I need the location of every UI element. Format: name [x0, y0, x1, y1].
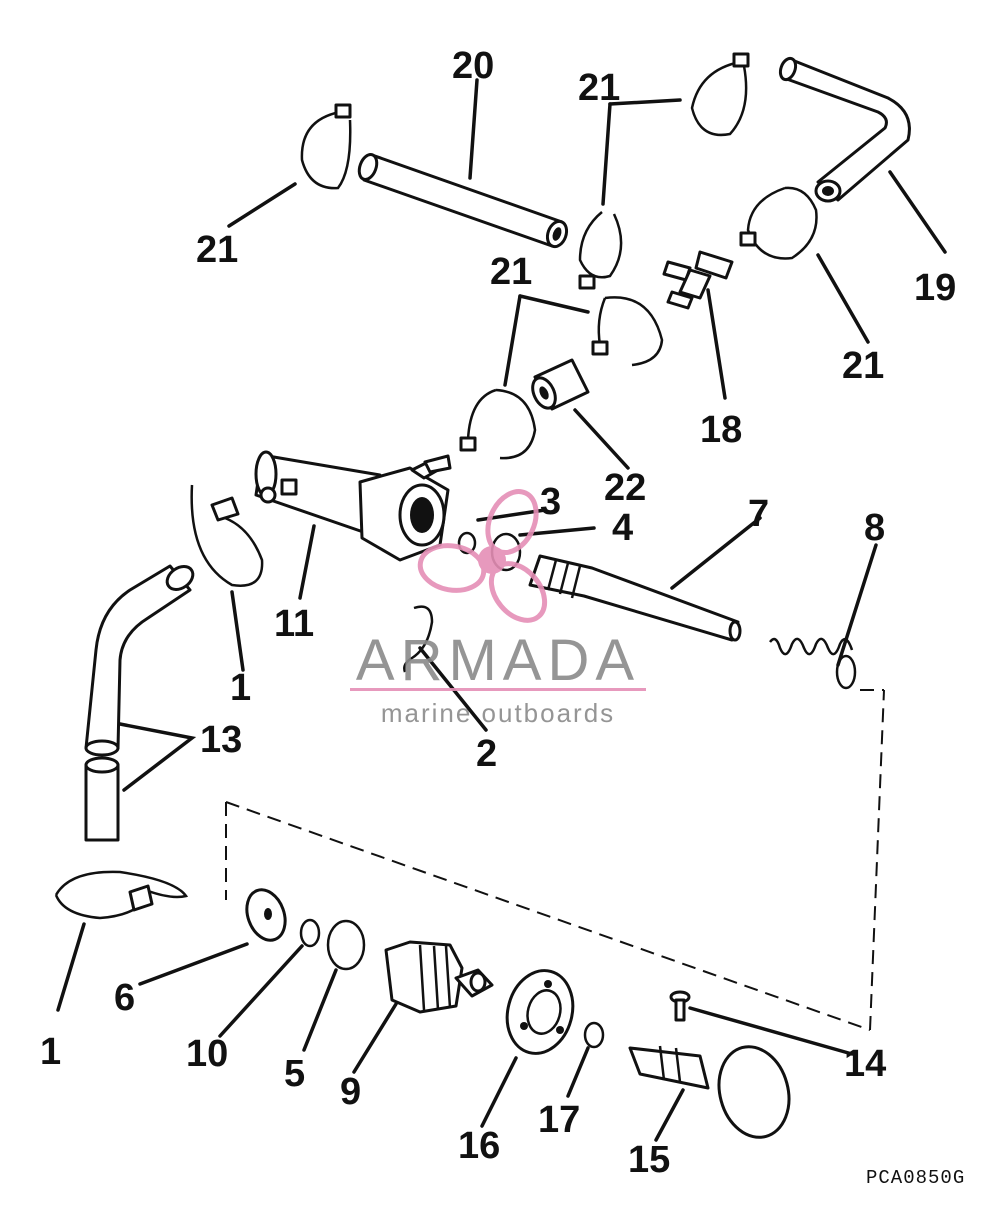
o-ring-part-3 [457, 531, 477, 555]
spring-part-8 [769, 637, 857, 690]
callout-8: 8 [864, 507, 885, 549]
clamp-part-21-top-left [300, 103, 352, 190]
callouts: 20 21 21 21 19 21 18 22 3 4 7 8 11 1 13 … [40, 45, 956, 1181]
clamp-part-21-center-lower [459, 388, 537, 460]
o-ring-part-16 [583, 1021, 605, 1049]
assembly-lines [225, 689, 885, 1031]
callout-21: 21 [490, 251, 532, 293]
callout-5: 5 [284, 1053, 305, 1095]
callout-14: 14 [844, 1043, 886, 1085]
primer-body-part-11 [254, 450, 452, 562]
callout-22: 22 [604, 467, 646, 509]
fitting-part-9 [384, 940, 494, 1014]
callout-19: 19 [914, 267, 956, 309]
o-ring-part-5 [326, 919, 366, 971]
sleeve-part-22 [531, 358, 590, 411]
hose-part-13 [84, 564, 195, 842]
leader-lines [56, 78, 947, 1142]
flange-part-17 [505, 969, 575, 1055]
callout-11: 11 [274, 603, 314, 645]
callout-16: 17 [538, 1099, 580, 1141]
clamp-part-21-right [739, 186, 818, 260]
callout-1: 1 [230, 667, 251, 709]
o-ring-part-10 [299, 918, 321, 948]
callout-21: 21 [196, 229, 238, 271]
callout-1: 1 [40, 1031, 61, 1073]
clamp-part-21-mid [578, 211, 623, 290]
washer-part-6 [245, 888, 287, 942]
clip-part-2 [403, 605, 434, 673]
callout-15: 15 [628, 1139, 670, 1181]
callout-18: 18 [700, 409, 742, 451]
callout-10: 10 [186, 1033, 228, 1075]
figure-code: PCA0850G [866, 1167, 965, 1189]
clamp-part-21-top-mid [690, 52, 750, 137]
plunger-part-7 [528, 554, 742, 642]
callout-21: 21 [842, 345, 884, 387]
callout-2: 2 [476, 733, 497, 775]
hose-part-20 [357, 152, 569, 249]
tee-fitting-part-18 [662, 250, 734, 310]
callout-17: 16 [458, 1125, 500, 1167]
screw-part-14 [669, 990, 691, 1022]
hose-part-19 [778, 56, 911, 203]
callout-20: 20 [452, 45, 494, 87]
watermark-rule [350, 688, 646, 691]
watermark-subtitle: marine outboards [381, 698, 615, 728]
callout-3: 3 [540, 481, 561, 523]
callout-21: 21 [578, 67, 620, 109]
propeller-logo-icon [417, 489, 548, 623]
watermark-title: ARMADA [356, 628, 640, 693]
callout-13: 13 [200, 719, 242, 761]
knob-part-15 [628, 1045, 791, 1139]
callout-7: 7 [748, 493, 769, 535]
callout-6: 6 [114, 977, 135, 1019]
clamp-part-21-center-upper [591, 296, 664, 367]
watermark: ARMADA marine outboards [350, 489, 646, 728]
clamp-part-1-lower [54, 870, 189, 920]
clamp-part-1-upper [190, 484, 264, 587]
callout-9: 9 [340, 1071, 361, 1113]
callout-4: 4 [612, 507, 633, 549]
